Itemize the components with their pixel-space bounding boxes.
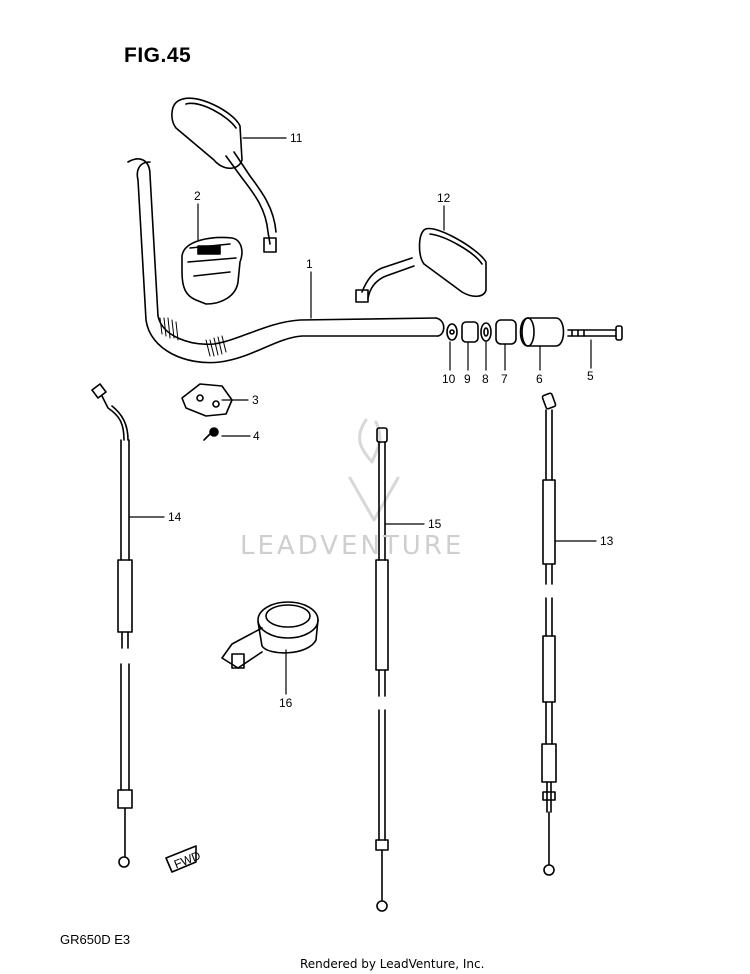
bar-end-spacer bbox=[461, 321, 479, 343]
clutch-cable bbox=[375, 427, 389, 912]
callout-leaders bbox=[129, 137, 597, 695]
callout-11: 11 bbox=[290, 131, 303, 145]
bar-end-ring bbox=[480, 322, 492, 342]
throttle-cable bbox=[91, 383, 133, 868]
callout-3: 3 bbox=[252, 393, 259, 407]
bar-end-rubber bbox=[495, 319, 517, 345]
callout-10: 10 bbox=[442, 372, 456, 386]
bar-end-weight bbox=[519, 317, 565, 347]
handlebar bbox=[127, 158, 445, 364]
callout-2: 2 bbox=[194, 189, 201, 203]
speedometer-cable bbox=[541, 392, 557, 876]
callout-14: 14 bbox=[168, 510, 182, 524]
callout-16: 16 bbox=[279, 696, 293, 710]
right-mirror bbox=[355, 227, 487, 303]
throttle-grip-housing bbox=[221, 601, 319, 669]
figure-title: FIG.45 bbox=[124, 44, 192, 67]
callout-12: 12 bbox=[437, 191, 451, 205]
handlebar-bracket bbox=[181, 383, 233, 417]
callout-15: 15 bbox=[428, 517, 442, 531]
fwd-label: FWD bbox=[172, 848, 203, 871]
bar-end-bolt bbox=[567, 325, 623, 341]
bracket-screw bbox=[203, 427, 219, 441]
callout-7: 7 bbox=[501, 372, 508, 386]
left-mirror bbox=[171, 97, 277, 253]
render-credit: Rendered by LeadVenture, Inc. bbox=[300, 957, 485, 971]
watermark-text: LEADVENTURE bbox=[240, 531, 465, 561]
callout-8: 8 bbox=[482, 372, 489, 386]
callout-6: 6 bbox=[536, 372, 543, 386]
bar-end-washer bbox=[446, 323, 458, 341]
watermark-logo-icon bbox=[348, 418, 400, 522]
callout-5: 5 bbox=[587, 369, 594, 383]
callout-9: 9 bbox=[464, 372, 471, 386]
callout-13: 13 bbox=[600, 534, 614, 548]
switch-housing bbox=[181, 236, 243, 305]
model-code: GR650D E3 bbox=[60, 932, 131, 947]
fwd-arrow-icon: FWD bbox=[165, 845, 203, 873]
callout-4: 4 bbox=[253, 429, 260, 443]
callout-1: 1 bbox=[306, 257, 313, 271]
